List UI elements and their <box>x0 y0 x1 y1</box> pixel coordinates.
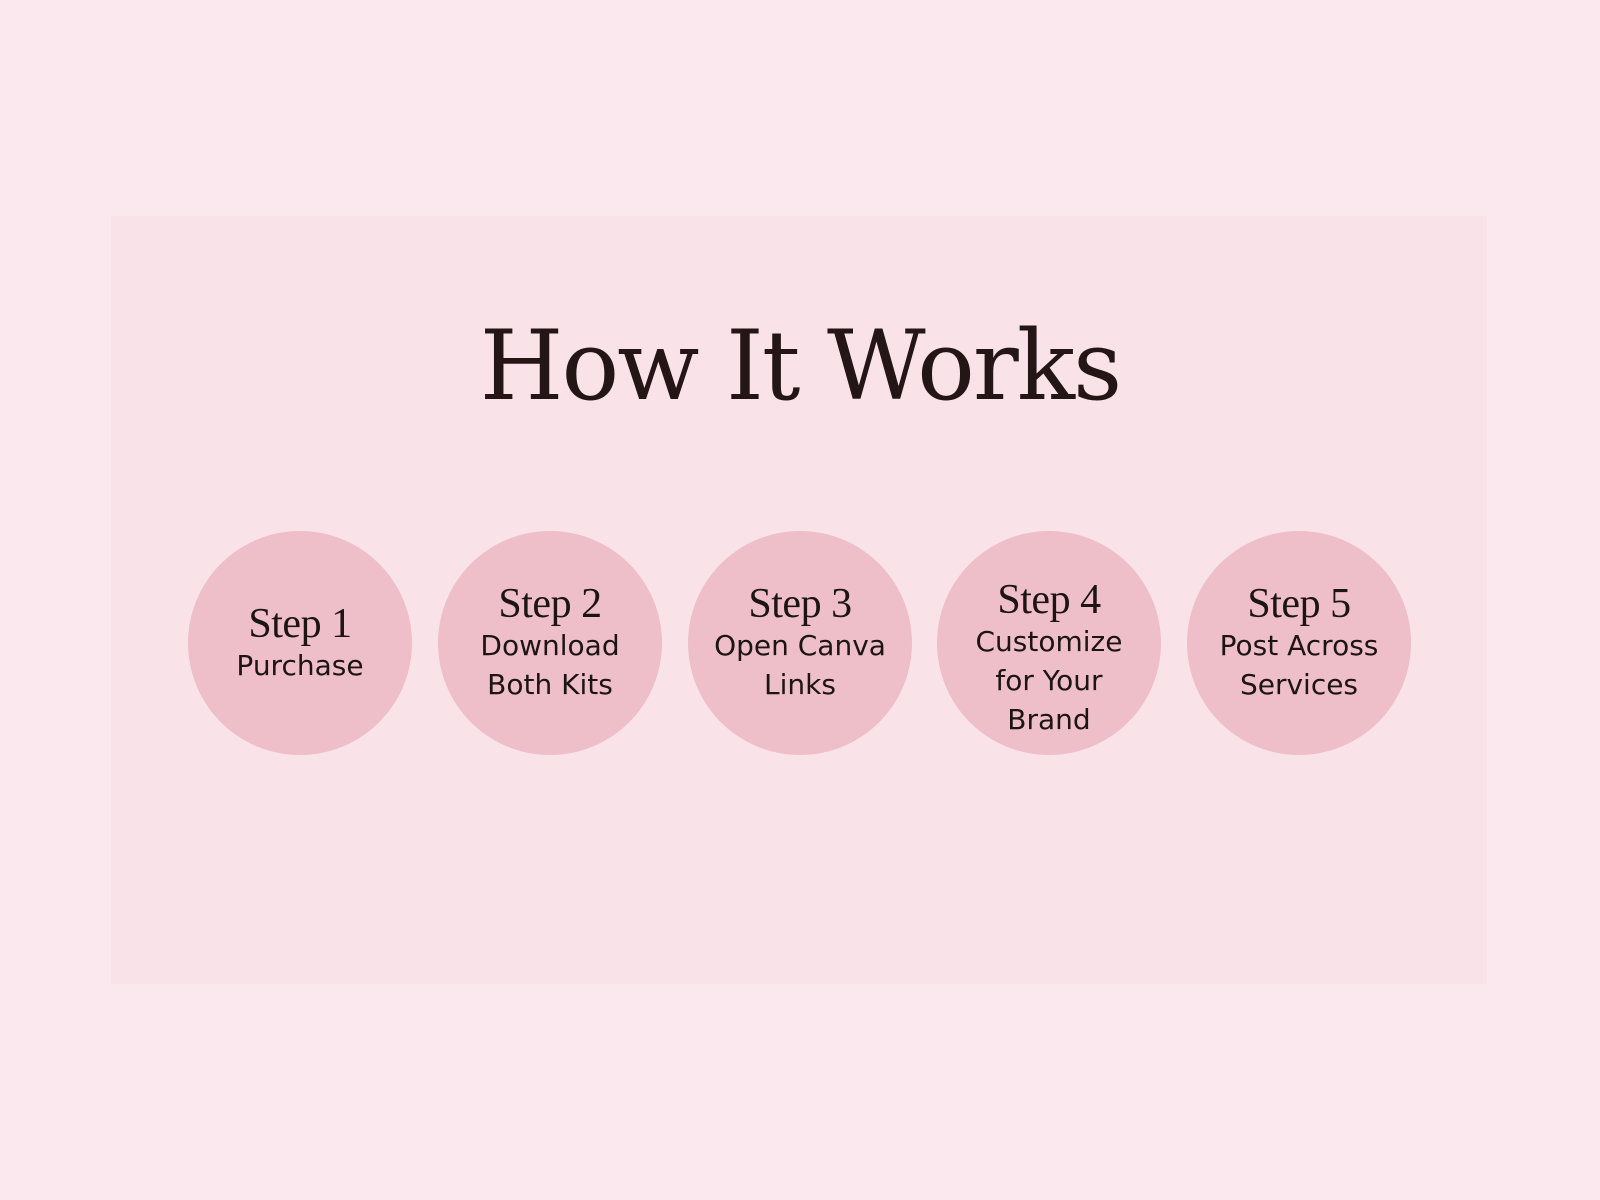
step-description: Purchase <box>236 648 364 682</box>
step-5-circle: Step 5 Post Across Services <box>1187 531 1411 755</box>
step-description: Download Both Kits <box>480 629 620 701</box>
step-label: Step 5 <box>1247 581 1351 627</box>
step-label: Step 4 <box>997 576 1101 623</box>
step-description: Customize for Your Brand <box>975 624 1123 736</box>
step-4-circle: Step 4 Customize for Your Brand <box>937 531 1161 755</box>
step-description: Post Across Services <box>1219 629 1379 701</box>
step-label: Step 3 <box>748 581 852 627</box>
step-2-circle: Step 2 Download Both Kits <box>438 531 662 755</box>
step-3-circle: Step 3 Open Canva Links <box>688 531 912 755</box>
step-label: Step 1 <box>248 600 352 647</box>
step-description: Open Canva Links <box>714 629 886 701</box>
step-label: Step 2 <box>498 581 602 627</box>
step-1-circle: Step 1 Purchase <box>188 531 412 755</box>
page-title: How It Works <box>479 310 1123 422</box>
